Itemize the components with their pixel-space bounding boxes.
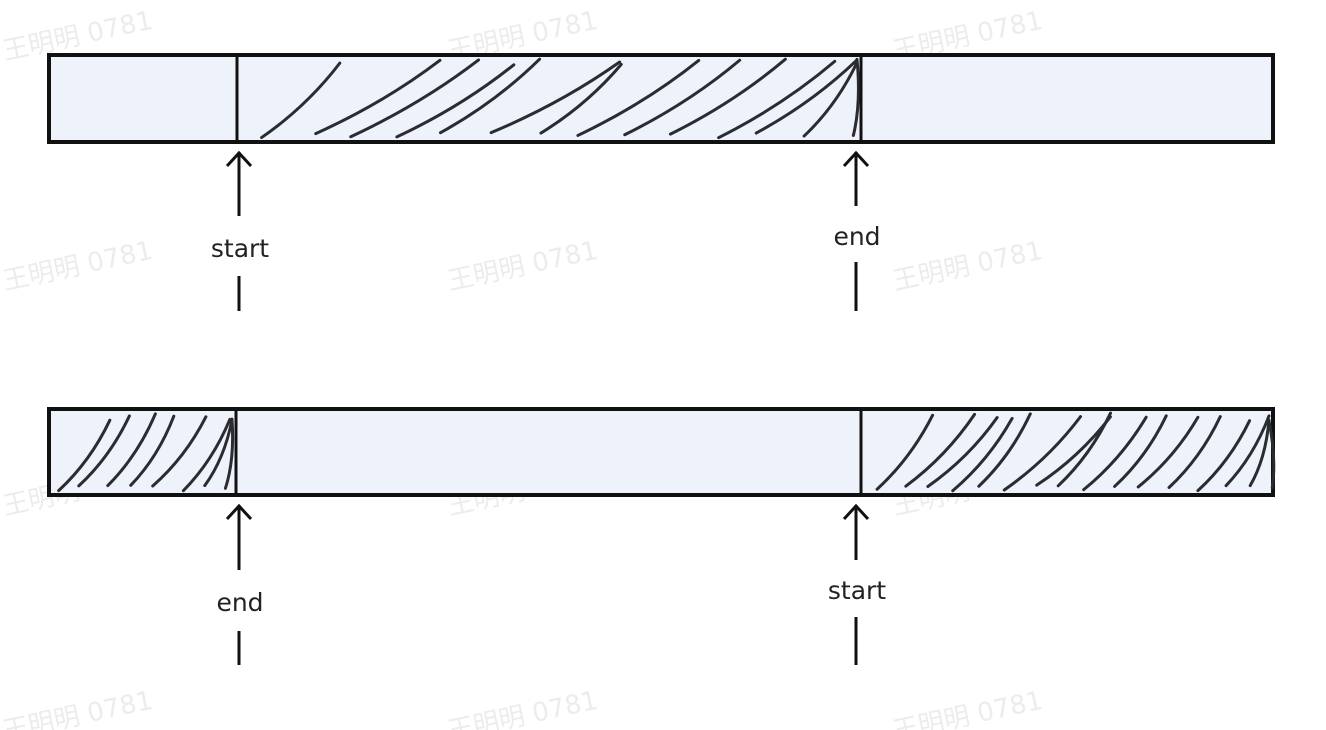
arrow-up-icon (842, 503, 870, 560)
hatch-stroke (223, 417, 235, 490)
arrow-up-icon (225, 150, 253, 216)
watermark: 王明明 0781 (890, 686, 1045, 730)
watermark: 王明明 0781 (890, 236, 1045, 297)
buffer-bar (47, 53, 1275, 144)
pointer-start: start (828, 503, 886, 665)
hatch-stroke (576, 58, 701, 137)
hatch-stroke (1196, 419, 1252, 493)
arrow-up-icon (225, 503, 253, 570)
hatch-stroke (1167, 415, 1222, 490)
hatch-stroke (314, 58, 442, 136)
hatch-stroke (668, 57, 787, 136)
pointer-start: start (211, 150, 269, 311)
pointer-label: end (216, 588, 263, 617)
pointer-end: end (216, 503, 264, 665)
hatch-stroke (57, 418, 112, 493)
hatch-stroke (489, 60, 622, 135)
pointer-label: end (833, 222, 880, 251)
hatch-stroke (951, 416, 1014, 493)
hatch-stroke (438, 57, 542, 135)
hatch-stroke (926, 416, 999, 489)
hatch-stroke (1224, 414, 1271, 488)
hatch-stroke (977, 412, 1032, 488)
hatch-stroke (539, 62, 623, 135)
hatch-stroke (802, 61, 859, 138)
hatch-stroke (1056, 411, 1113, 488)
watermark: 王明明 0781 (445, 236, 600, 297)
hatch-stroke (717, 59, 837, 140)
hatched-region (57, 412, 235, 493)
hatch-stroke (77, 414, 131, 488)
pointer-label: start (828, 576, 886, 605)
hatched-region (260, 57, 860, 140)
hatch-stroke (181, 417, 232, 493)
watermark: 王明明 0781 (0, 236, 155, 297)
hatched-region (875, 411, 1276, 493)
pointer-end: end (833, 150, 881, 311)
hatch-stroke (904, 412, 977, 488)
watermark: 王明明 0781 (445, 686, 600, 730)
pointer-label: start (211, 234, 269, 263)
hatch-stroke (1267, 419, 1276, 490)
arrow-up-icon (842, 150, 870, 206)
hatch-stroke (851, 57, 860, 137)
hatch-stroke (203, 418, 234, 488)
hatch-stroke (151, 415, 208, 488)
hatch-stroke (1113, 414, 1168, 488)
hatch-stroke (1082, 415, 1148, 492)
hatch-stroke (1002, 415, 1083, 492)
hatch-stroke (754, 58, 859, 135)
hatch-stroke (106, 412, 157, 488)
hatch-stroke (129, 414, 176, 487)
bar-contiguous (47, 53, 1275, 144)
hatch-stroke (349, 58, 481, 139)
hatch-stroke (875, 413, 935, 491)
watermark: 王明明 0781 (0, 686, 155, 730)
hatch-stroke (1136, 415, 1200, 489)
hatch-stroke (395, 63, 516, 139)
hatch-stroke (1248, 418, 1271, 488)
hatch-stroke (623, 58, 742, 137)
hatch-stroke (260, 61, 342, 140)
bar-wrapped (47, 407, 1276, 497)
